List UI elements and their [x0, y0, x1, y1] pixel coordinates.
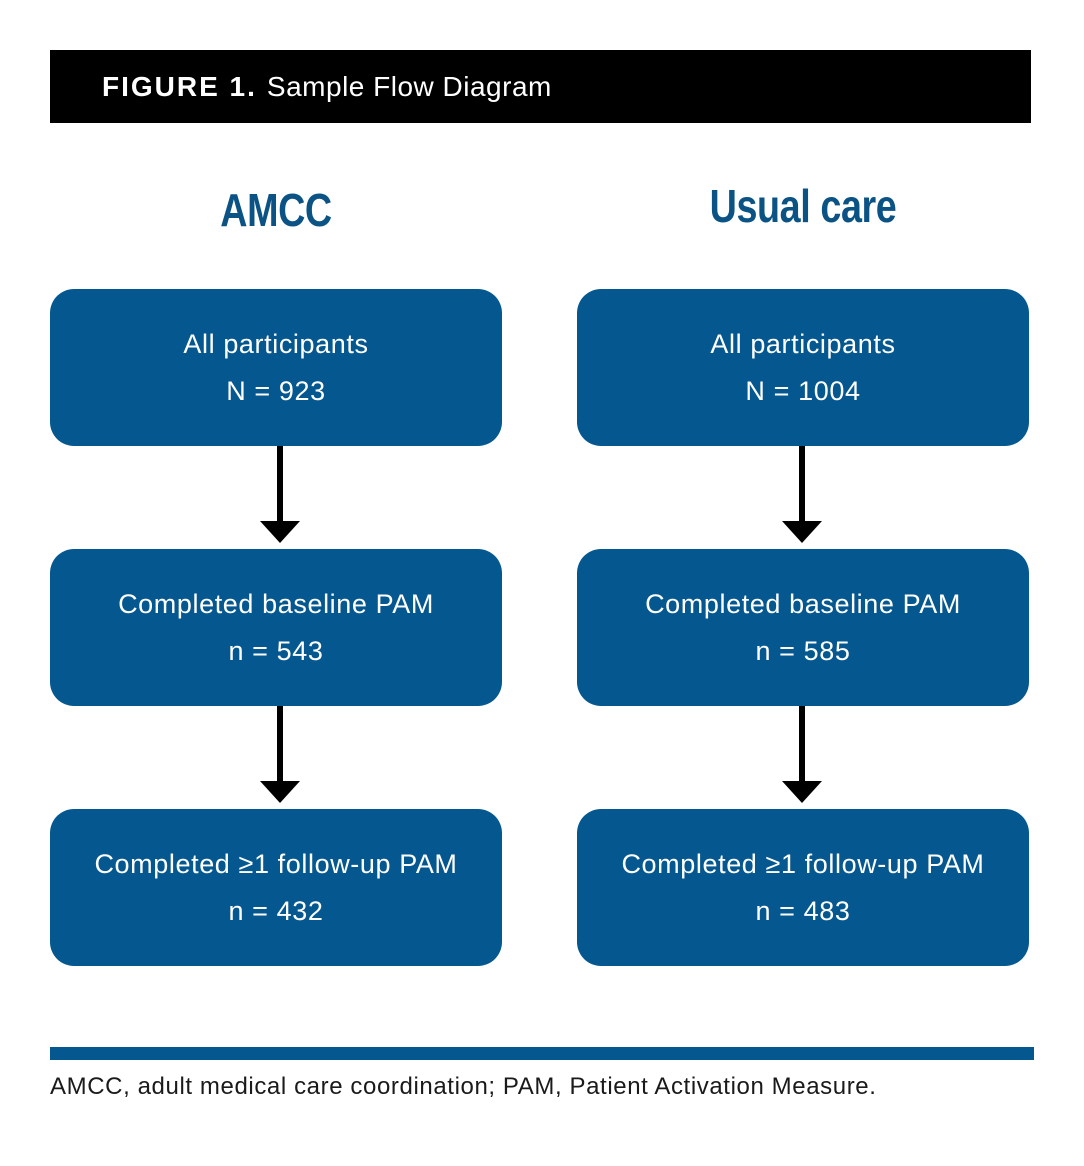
box-label: Completed ≥1 follow-up PAM: [621, 848, 985, 879]
usual-care-baseline-pam-box: Completed baseline PAM n = 585: [577, 549, 1029, 706]
column-heading-amcc: AMCC: [220, 184, 332, 236]
footnote-divider: [50, 1047, 1034, 1060]
usual-care-all-participants-box: All participants N = 1004: [577, 289, 1029, 446]
arrow-down-icon: [782, 706, 822, 803]
box-count: n = 432: [228, 895, 324, 926]
box-count: n = 543: [228, 635, 324, 666]
box-count: N = 1004: [745, 375, 861, 406]
amcc-all-participants-box: All participants N = 923: [50, 289, 502, 446]
box-label: Completed baseline PAM: [118, 588, 434, 619]
footnote-text: AMCC, adult medical care coordination; P…: [50, 1073, 877, 1100]
arrow-down-icon: [260, 446, 300, 543]
box-label: All participants: [183, 328, 369, 359]
amcc-followup-pam-box: Completed ≥1 follow-up PAM n = 432: [50, 809, 502, 966]
arrow-down-icon: [260, 706, 300, 803]
usual-care-followup-pam-box: Completed ≥1 follow-up PAM n = 483: [577, 809, 1029, 966]
box-label: Completed baseline PAM: [645, 588, 961, 619]
box-label: Completed ≥1 follow-up PAM: [94, 848, 458, 879]
figure-label: FIGURE 1.: [102, 70, 257, 102]
amcc-baseline-pam-box: Completed baseline PAM n = 543: [50, 549, 502, 706]
box-count: n = 585: [755, 635, 851, 666]
column-heading-usual-care: Usual care: [709, 180, 897, 232]
figure-header-bar: FIGURE 1. Sample Flow Diagram: [50, 50, 1031, 123]
box-label: All participants: [710, 328, 896, 359]
box-count: N = 923: [226, 375, 326, 406]
box-count: n = 483: [755, 895, 851, 926]
arrow-down-icon: [782, 446, 822, 543]
figure-title: Sample Flow Diagram: [266, 70, 552, 102]
